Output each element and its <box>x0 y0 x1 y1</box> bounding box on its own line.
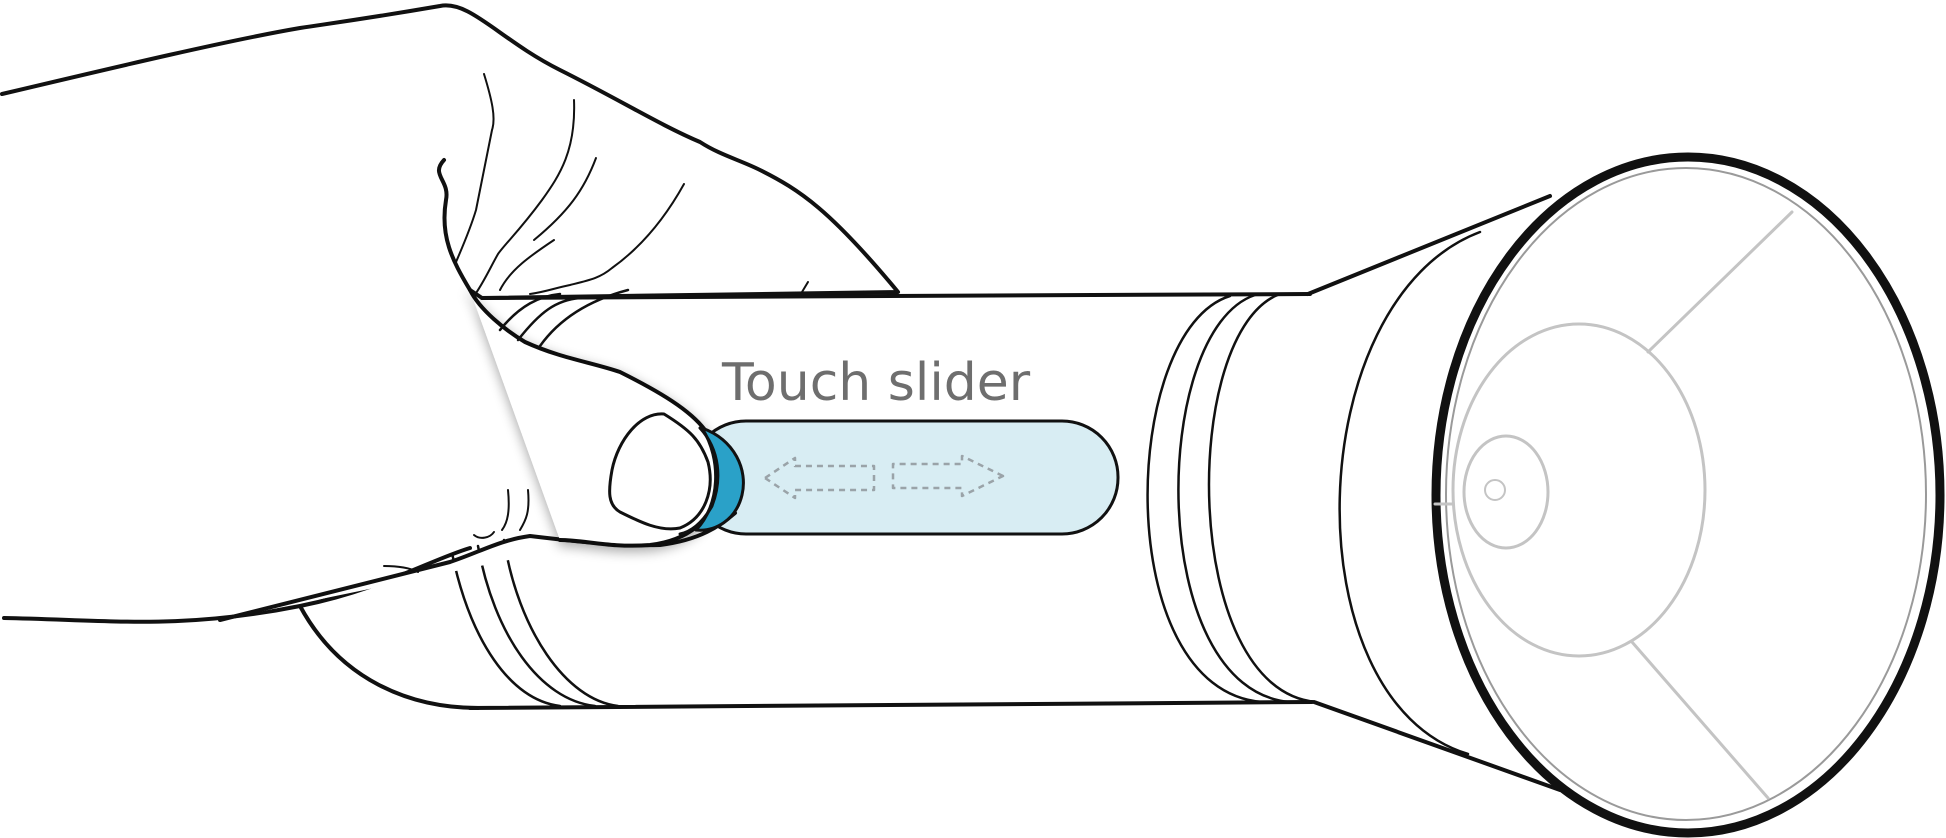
touch-slider-strip <box>690 421 1118 534</box>
bulb-housing <box>1464 436 1548 548</box>
tube-bottom-edge <box>470 702 1312 708</box>
grip-rings-right <box>1148 294 1316 702</box>
wrist-lower <box>4 548 470 622</box>
lens-rim <box>1436 157 1940 833</box>
lens-rim-inner <box>1446 168 1926 820</box>
reflector-ellipse <box>1453 324 1705 656</box>
touch-slider <box>690 421 1118 534</box>
tube-left-end <box>300 606 478 708</box>
hand-back <box>2 5 898 298</box>
head-collar <box>1340 232 1480 754</box>
touch-slider-label: Touch slider <box>721 353 1031 413</box>
bulb <box>1485 480 1505 500</box>
reflector-spoke-bottom <box>1632 642 1768 798</box>
reflector-spoke-top <box>1648 212 1792 352</box>
